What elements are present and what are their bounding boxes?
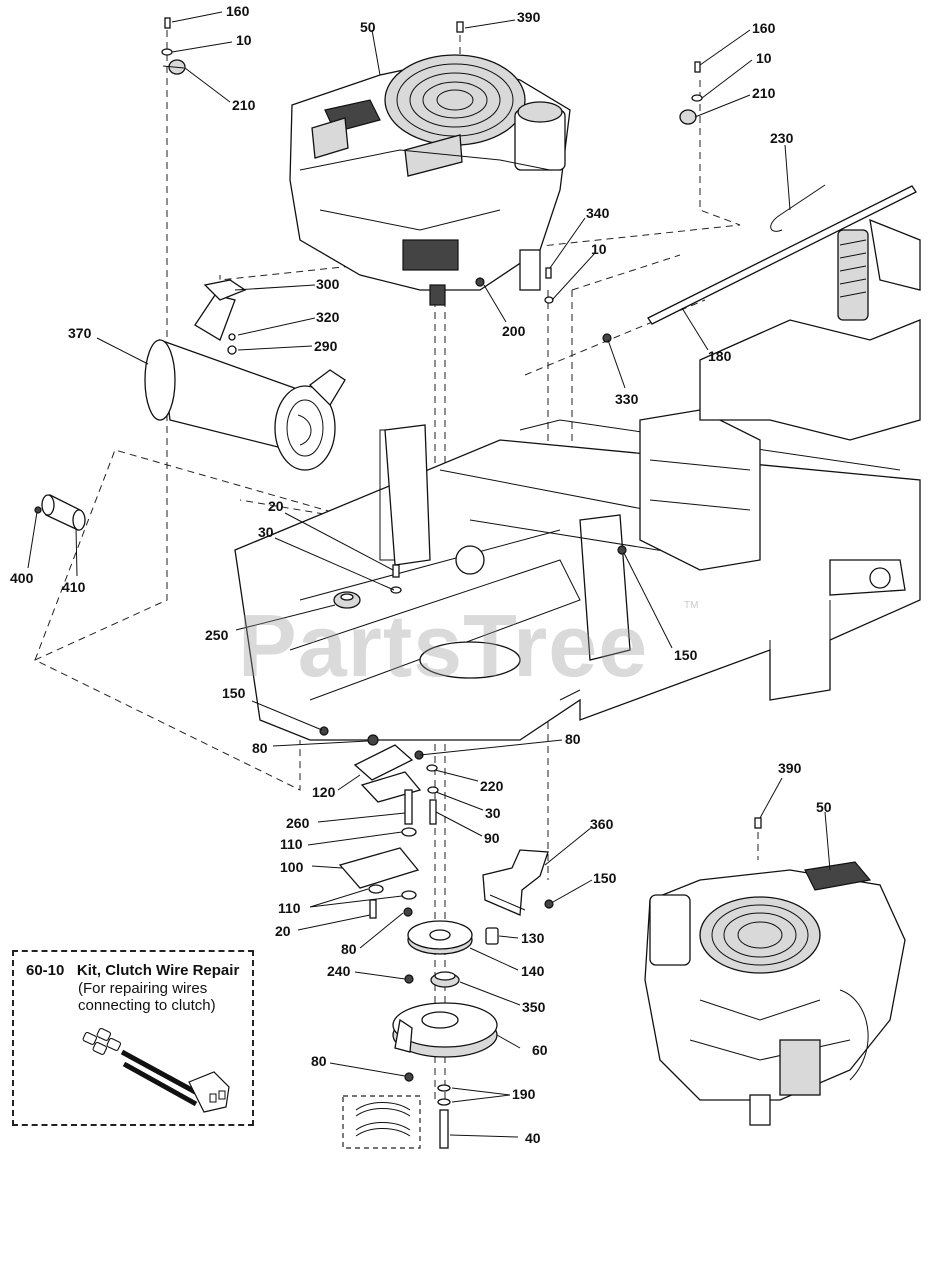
callout-370: 370 [68,325,92,341]
part-40-bolt [404,1072,451,1149]
chassis-frame [234,319,921,741]
callout-410: 410 [62,579,86,595]
callout-140: 140 [521,963,545,979]
leader-lines [27,11,831,1138]
callout-130: 130 [521,930,545,946]
callout-10: 10 [756,50,772,66]
callout-190: 190 [512,1086,536,1102]
callout-50: 50 [360,19,376,35]
callout-240: 240 [327,963,351,979]
part-360-bracket [482,849,554,916]
callout-150: 150 [222,685,246,701]
callout-160: 160 [752,20,776,36]
callout-260: 260 [286,815,310,831]
callout-210: 210 [752,85,776,101]
watermark-text: PartsTree [238,596,649,695]
callout-390: 390 [517,9,541,25]
callout-200: 200 [502,323,526,339]
kit-note: (For repairing wires connecting to clutc… [78,980,216,1014]
callout-250: 250 [205,627,229,643]
part-60-clutch [392,1002,498,1058]
wire-kit-illustration [82,1027,230,1113]
callout-80: 80 [565,731,581,747]
callout-40: 40 [525,1130,541,1146]
part-180-rod [647,185,917,325]
callout-110: 110 [278,900,301,916]
assembly-dashed-lines [33,30,759,1100]
kit-number: 60-10 [26,962,65,979]
callout-340: 340 [586,205,610,221]
kit-note-line-2: connecting to clutch) [78,997,216,1014]
watermark-trademark: TM [684,600,699,611]
callout-150: 150 [674,647,698,663]
frame-hardware [319,267,627,736]
belt-detail-box [342,1095,421,1149]
part-140-pulley [404,920,499,988]
callout-330: 330 [615,391,639,407]
part-370-muffler [144,279,346,471]
part-390-bolt [456,21,464,33]
engine-side [644,817,906,1126]
callout-180: 180 [708,348,732,364]
kit-title: Kit, Clutch Wire Repair [76,962,240,979]
callout-120: 120 [312,784,336,800]
callout-320: 320 [316,309,340,325]
part-410-sleeve [34,494,86,531]
callout-300: 300 [316,276,340,292]
shock-absorber [837,218,921,321]
callout-360: 360 [590,816,614,832]
callout-80: 80 [252,740,268,756]
callout-150: 150 [593,870,617,886]
kit-note-line-1: (For repairing wires [78,980,208,997]
callout-20: 20 [275,923,291,939]
callout-210: 210 [232,97,256,113]
callout-10: 10 [236,32,252,48]
callout-10: 10 [591,241,607,257]
callout-290: 290 [314,338,338,354]
fasteners-top-right [679,61,703,125]
callout-60: 60 [532,1042,548,1058]
part-230-cable-tie [770,184,826,232]
callout-160: 160 [226,3,250,19]
callout-20: 20 [268,498,284,514]
kit-heading: 60-10 Kit, Clutch Wire Repair [26,962,239,979]
engine-top [289,54,571,306]
callout-350: 350 [522,999,546,1015]
callout-390: 390 [778,760,802,776]
callout-230: 230 [770,130,794,146]
callout-220: 220 [480,778,504,794]
callout-400: 400 [10,570,34,586]
clutch-bracket-stack [338,734,439,919]
callout-labels: 160 10 210 50 390 160 10 210 230 340 10 … [10,3,832,1146]
callout-100: 100 [280,859,304,875]
callout-80: 80 [341,941,357,957]
callout-30: 30 [485,805,501,821]
kit-info-box: 60-10 Kit, Clutch Wire Repair (For repai… [12,950,254,1126]
callout-110: 110 [280,836,303,852]
fasteners-top-left [161,17,186,75]
callout-80: 80 [311,1053,327,1069]
callout-50: 50 [816,799,832,815]
callout-90: 90 [484,830,500,846]
callout-30: 30 [258,524,274,540]
